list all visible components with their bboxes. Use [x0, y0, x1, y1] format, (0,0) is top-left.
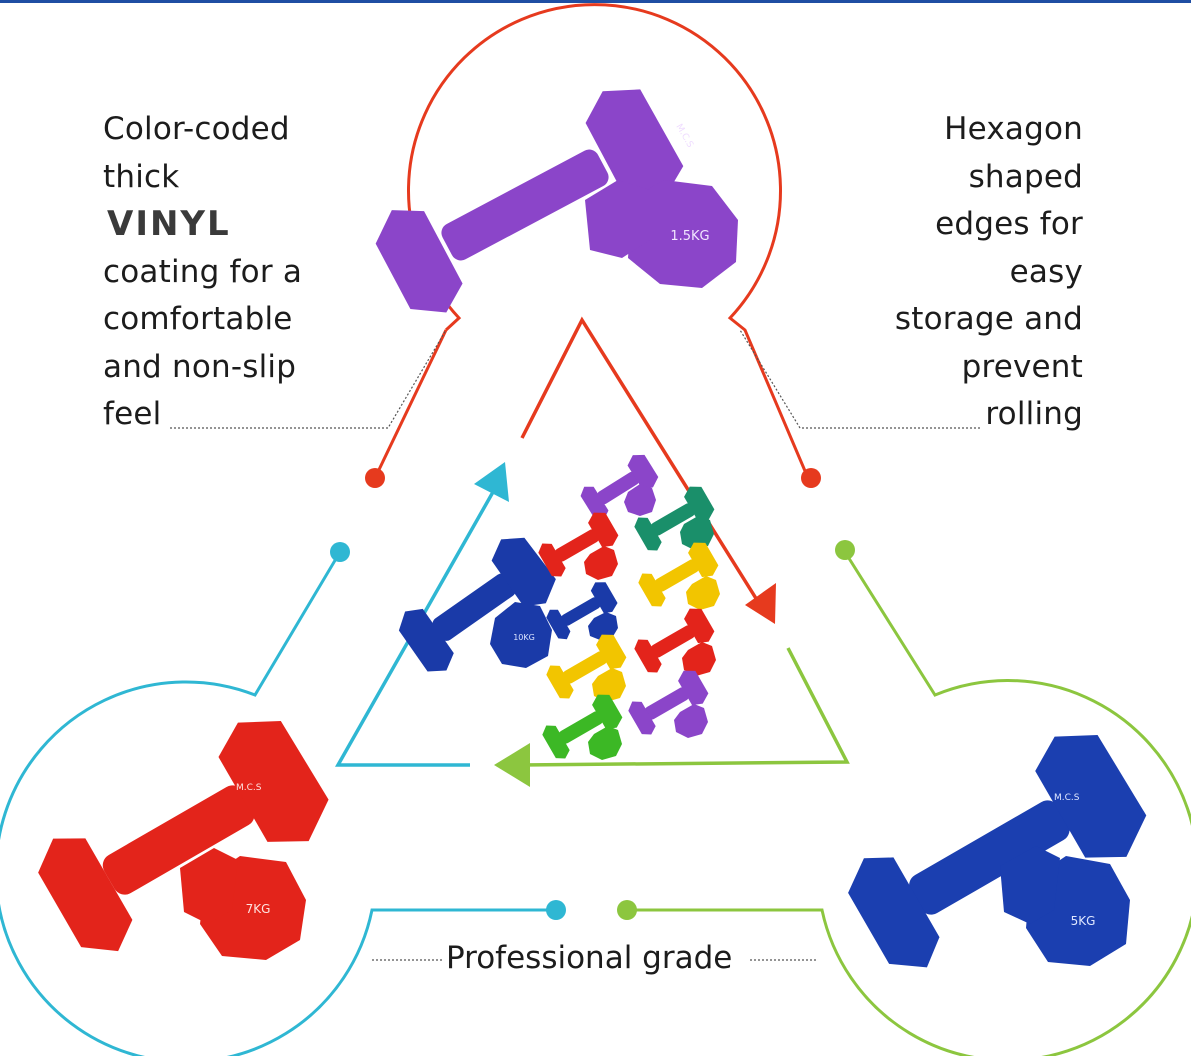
right-feature-line-2: shaped [968, 158, 1083, 195]
cyan-connector-dot-bottom [546, 900, 566, 920]
right-feature-line-5: storage and [894, 301, 1083, 337]
small-yellow-dumbbell-2 [546, 634, 627, 702]
small-red-dumbbell-2 [634, 608, 716, 676]
left-feature-line-3: coating for a [103, 253, 303, 290]
center-big-blue-dumbbell: 10KG [398, 537, 556, 672]
small-yellow-dumbbell-1 [638, 542, 720, 610]
cyan-cycle-arrowhead [474, 462, 509, 502]
red-connector-dot-left [365, 468, 385, 488]
right-feature-line-7: rolling [985, 396, 1083, 432]
red-cycle-arrowhead [745, 583, 776, 624]
bottom-feature-label: Professional grade [446, 940, 733, 976]
right-feature-line-6: prevent [961, 348, 1083, 385]
center-dumbbell-cluster: 10KG [398, 454, 720, 760]
left-feature-line-1: Color-coded [103, 111, 290, 147]
red-dumbbell-brand: M.C.S [236, 783, 262, 793]
blue-dumbbell-weight: 5KG [1071, 914, 1096, 928]
right-leader-line [739, 329, 980, 429]
purple-dumbbell-image: 1.5KG M.C.S [375, 89, 738, 313]
small-red-dumbbell-1 [538, 512, 619, 580]
green-connector-dot-bottom [617, 900, 637, 920]
center-big-weight: 10KG [513, 633, 535, 642]
small-blue-dumbbell [546, 582, 618, 640]
right-feature-line-4: easy [1009, 253, 1083, 290]
blue-dumbbell-image: 5KG M.C.S [848, 734, 1147, 968]
cyan-connector-dot-top [330, 542, 350, 562]
left-feature-line-2: thick [103, 158, 180, 195]
small-green-dumbbell [542, 694, 623, 760]
red-dumbbell-weight: 7KG [246, 902, 271, 916]
red-connector-dot-right [801, 468, 821, 488]
right-circle-outline [628, 551, 1191, 1056]
small-purple-dumbbell-1 [580, 454, 659, 519]
green-cycle-arrowhead [494, 743, 530, 787]
cyan-cycle-arrow-line [334, 491, 495, 767]
top-circle-outline [407, 3, 810, 479]
purple-dumbbell-brand: M.C.S [673, 123, 695, 150]
left-feature-line-5: and non-slip [103, 348, 297, 385]
left-feature-highlight: VINYL [107, 204, 231, 244]
green-connector-dot-top [835, 540, 855, 560]
small-teal-dumbbell [634, 486, 715, 551]
left-feature-line-4: comfortable [103, 301, 293, 337]
green-cycle-arrow-line [519, 647, 850, 767]
red-dumbbell-image: 7KG M.C.S [38, 720, 329, 960]
right-feature-line-3: edges for [935, 206, 1083, 242]
top-circle-left-leg [373, 329, 448, 479]
top-divider-line [0, 0, 1191, 3]
small-purple-dumbbell-2 [628, 670, 709, 738]
left-circle-outline [0, 551, 555, 1056]
right-feature-line-1: Hexagon [944, 111, 1083, 147]
blue-dumbbell-brand: M.C.S [1054, 793, 1080, 803]
purple-dumbbell-weight: 1.5KG [670, 229, 709, 244]
right-feature-text: Hexagon shaped edges for easy storage an… [823, 106, 1083, 439]
left-leader-line [170, 329, 447, 429]
left-feature-line-6: feel [103, 396, 162, 432]
left-feature-text: Color-coded thick VINYL coating for a co… [103, 106, 363, 439]
